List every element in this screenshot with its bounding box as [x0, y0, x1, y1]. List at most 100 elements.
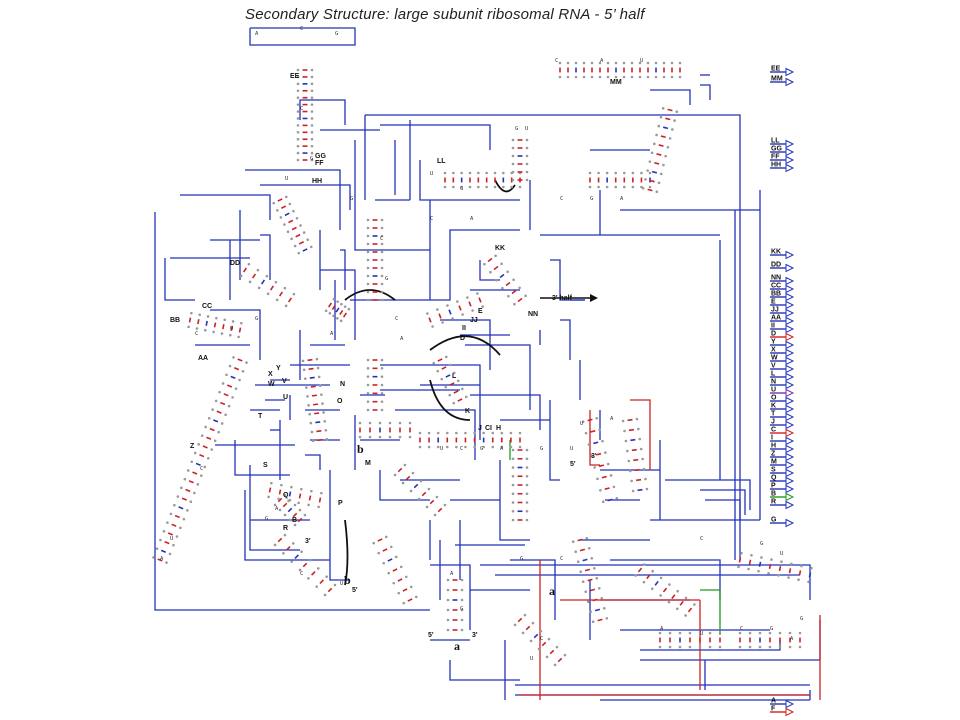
nucleotide [282, 551, 285, 555]
nucleotide [443, 171, 447, 175]
nucleotide [388, 435, 392, 439]
nucleotide [529, 639, 533, 643]
base-pair [278, 291, 284, 297]
nucleotide [493, 171, 497, 175]
nucleotide-letter: G [310, 156, 313, 162]
region-label-m: M [365, 460, 371, 467]
base-pair [738, 557, 742, 563]
nucleotide [301, 359, 305, 363]
nucleotide [287, 499, 290, 503]
nucleotide [511, 457, 515, 461]
nucleotide-letter: C [700, 536, 703, 542]
nucleotide [525, 146, 529, 150]
nucleotide [502, 171, 505, 175]
connector-line-65 [640, 640, 781, 651]
nucleotide [306, 238, 309, 242]
nucleotide-letter: A [470, 216, 474, 222]
region-label-v: V [282, 378, 287, 385]
nucleotide [286, 230, 290, 234]
legend-arrow-icon [785, 420, 795, 430]
nucleotide [183, 477, 187, 481]
nucleotide [446, 608, 450, 612]
nucleotide [316, 366, 320, 370]
base-pair [308, 367, 314, 370]
nucleotide-letter: C [195, 331, 198, 337]
nucleotide [366, 226, 370, 230]
nucleotide [218, 390, 221, 394]
nucleotide [778, 631, 782, 635]
nucleotide [418, 431, 422, 435]
nucleotide [394, 555, 398, 559]
nucleotide [525, 483, 529, 487]
nucleotide [296, 89, 300, 93]
nucleotide [336, 300, 339, 303]
legend-label: CC [771, 282, 781, 289]
nucleotide [591, 620, 595, 623]
nucleotide [599, 488, 602, 492]
helix-l2 [432, 355, 468, 405]
nucleotide [452, 185, 455, 189]
legend-label: U [771, 386, 776, 393]
nucleotide [333, 583, 337, 587]
legend-item-aa: AA [770, 314, 795, 326]
helix-g1 [581, 417, 619, 503]
nucleotide [510, 185, 513, 189]
base-pair [407, 598, 413, 602]
nucleotide [688, 645, 692, 649]
nucleotide [293, 244, 297, 248]
base-pair [541, 641, 547, 647]
nucleotide [297, 251, 301, 255]
nucleotide [589, 610, 593, 613]
nucleotide [305, 386, 308, 389]
base-pair [206, 436, 212, 440]
nucleotide [452, 371, 456, 375]
nucleotide [525, 162, 529, 166]
nucleotide [645, 487, 649, 491]
legend-label: HH [771, 161, 781, 168]
base-pair [327, 302, 333, 308]
base-pair [679, 600, 684, 606]
legend-arrow-icon [785, 147, 795, 157]
nucleotide [176, 495, 180, 498]
nucleotide [273, 503, 277, 507]
nucleotide [273, 543, 277, 547]
nucleotide [653, 142, 656, 146]
base-pair [286, 546, 291, 551]
nucleotide [227, 404, 231, 408]
nucleotide [601, 500, 605, 503]
nucleotide [275, 298, 279, 302]
legend-label: O [771, 394, 777, 401]
legend-label: JJ [771, 306, 779, 313]
base-pair [298, 241, 304, 245]
nucleotide [380, 375, 384, 378]
nucleotide [668, 631, 672, 635]
region-label-five-prime-b: 5' [352, 587, 358, 594]
legend-arrow-icon [785, 292, 795, 302]
nucleotide [491, 445, 495, 449]
base-pair [307, 358, 313, 362]
nucleotide [293, 503, 297, 507]
nucleotide-letter: U [170, 536, 173, 542]
nucleotide [173, 503, 176, 507]
legend-label: I [771, 434, 773, 441]
legend-item-l: L [770, 370, 795, 382]
nucleotide [444, 355, 448, 359]
nucleotide [642, 467, 646, 471]
nucleotide [693, 603, 696, 606]
legend-label: V [771, 362, 776, 369]
nucleotide [485, 185, 488, 189]
region-label-k: K [465, 408, 470, 415]
nucleotide [328, 312, 332, 315]
region-label-b-big: b [344, 573, 351, 587]
connector-red-1 [630, 399, 651, 470]
base-pair [311, 394, 317, 397]
nucleotide [547, 637, 551, 641]
base-pair [167, 532, 174, 536]
nucleotide [220, 332, 224, 335]
nucleotide [310, 158, 314, 162]
nucleotide [676, 589, 680, 593]
nucleotide [464, 431, 467, 435]
nucleotide [172, 543, 175, 547]
